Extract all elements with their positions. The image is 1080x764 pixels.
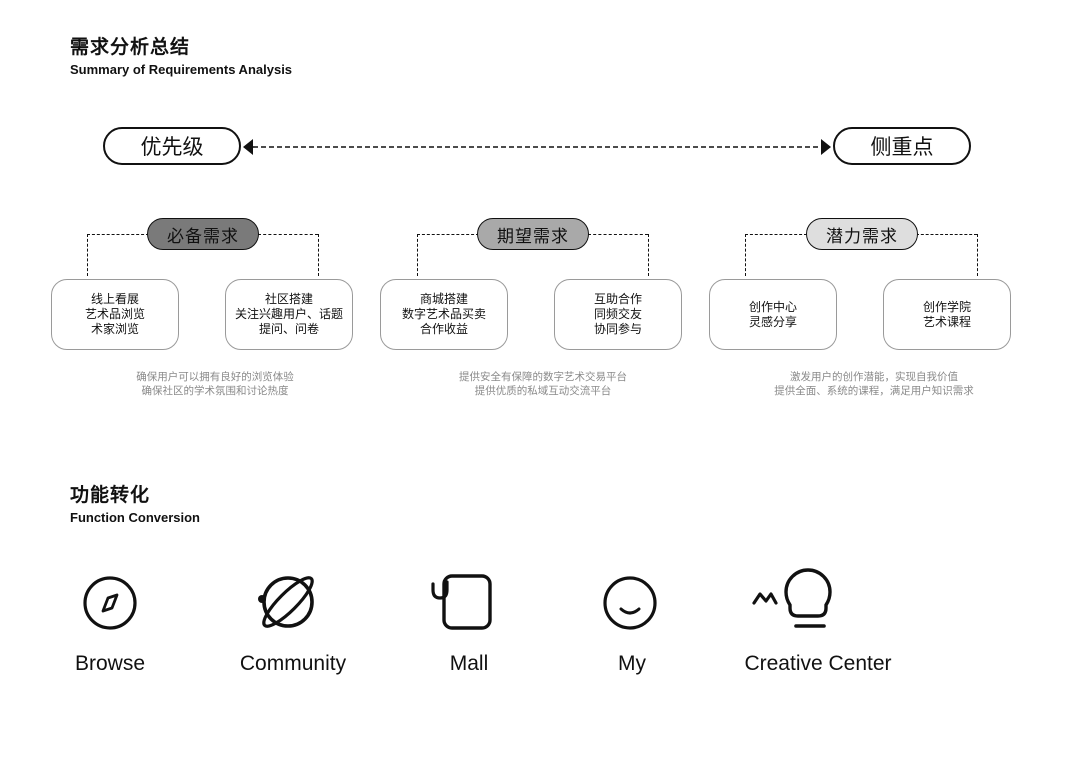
requirement-card: 创作中心 灵感分享: [709, 279, 837, 350]
requirement-card: 互助合作 同频交友 协同参与: [554, 279, 682, 350]
card-line: 灵感分享: [748, 314, 797, 329]
category-description: 激发用户的创作潜能，实现自我价值 提供全面、系统的课程，满足用户知识需求: [744, 370, 1004, 398]
category-label: 潜力需求: [826, 226, 898, 247]
smiley-icon: [603, 576, 657, 630]
focus-label: 侧重点: [870, 135, 934, 159]
card-line: 互助合作: [593, 292, 642, 306]
desc-line: 提供安全有保障的数字艺术交易平台: [459, 371, 627, 383]
function-label-my: My: [618, 652, 646, 675]
category-essential: 必备需求: [147, 218, 259, 250]
priority-label: 优先级: [140, 135, 204, 159]
desc-line: 激发用户的创作潜能，实现自我价值: [790, 371, 958, 383]
card-line: 艺术品浏览: [84, 307, 145, 321]
connector-line: [588, 234, 648, 235]
connector-line: [916, 234, 977, 235]
function-label-creative-center: Creative Center: [744, 652, 892, 675]
arrow-right-icon: [821, 139, 831, 155]
card-line: 艺术课程: [922, 314, 971, 329]
category-description: 确保用户可以拥有良好的浏览体验 确保社区的学术氛围和讨论热度: [90, 370, 340, 398]
card-line: 数字艺术品买卖: [401, 307, 486, 321]
card-line: 合作收益: [419, 322, 468, 336]
card-line: 术家浏览: [90, 322, 139, 336]
connector-line: [318, 234, 319, 276]
lightbulb-icon: [752, 568, 832, 628]
card-line: 线上看展: [90, 292, 139, 306]
requirement-card: 社区搭建 关注兴趣用户、话题 提问、问卷: [225, 279, 353, 350]
planet-icon: [258, 576, 314, 628]
connector-line: [977, 234, 978, 276]
category-label: 期望需求: [497, 226, 569, 247]
card-line: 提问、问卷: [258, 322, 319, 336]
category-description: 提供安全有保障的数字艺术交易平台 提供优质的私域互动交流平台: [418, 370, 668, 398]
card-line: 同频交友: [593, 307, 642, 321]
connector-line: [417, 234, 418, 276]
priority-pill: 优先级: [103, 127, 241, 165]
connector-line: [87, 234, 88, 276]
section-subtitle: Function Conversion: [70, 510, 200, 525]
connector-line: [417, 234, 479, 235]
desc-line: 确保社区的学术氛围和讨论热度: [141, 385, 289, 397]
connector-line: [745, 234, 807, 235]
card-line: 关注兴趣用户、话题: [234, 307, 343, 321]
desc-line: 提供优质的私域互动交流平台: [474, 385, 612, 397]
card-line: 创作中心: [748, 299, 797, 314]
card-line: 商城搭建: [419, 292, 468, 306]
double-arrow: [243, 139, 831, 155]
function-label-mall: Mall: [449, 652, 489, 675]
function-label-community: Community: [239, 652, 347, 675]
desc-line: 确保用户可以拥有良好的浏览体验: [136, 371, 294, 383]
focus-pill: 侧重点: [833, 127, 971, 165]
arrow-left-icon: [243, 139, 253, 155]
section-title: 功能转化: [70, 484, 151, 506]
card-line: 社区搭建: [264, 292, 313, 306]
category-label: 必备需求: [167, 226, 239, 247]
connector-line: [87, 234, 149, 235]
connector-line: [258, 234, 318, 235]
connector-line: [648, 234, 649, 276]
card-line: 协同参与: [593, 322, 642, 336]
function-label-browse: Browse: [74, 652, 146, 675]
compass-icon: [83, 576, 137, 630]
category-potential: 潜力需求: [806, 218, 918, 250]
section-title: 需求分析总结: [70, 36, 191, 58]
shopping-bag-icon: [431, 574, 492, 630]
desc-line: 提供全面、系统的课程，满足用户知识需求: [774, 385, 974, 397]
requirement-card: 商城搭建 数字艺术品买卖 合作收益: [380, 279, 508, 350]
connector-line: [745, 234, 746, 276]
requirement-card: 创作学院 艺术课程: [883, 279, 1011, 350]
requirement-card: 线上看展 艺术品浏览 术家浏览: [51, 279, 179, 350]
card-line: 创作学院: [922, 299, 971, 314]
section-subtitle: Summary of Requirements Analysis: [70, 62, 293, 77]
category-expected: 期望需求: [477, 218, 589, 250]
